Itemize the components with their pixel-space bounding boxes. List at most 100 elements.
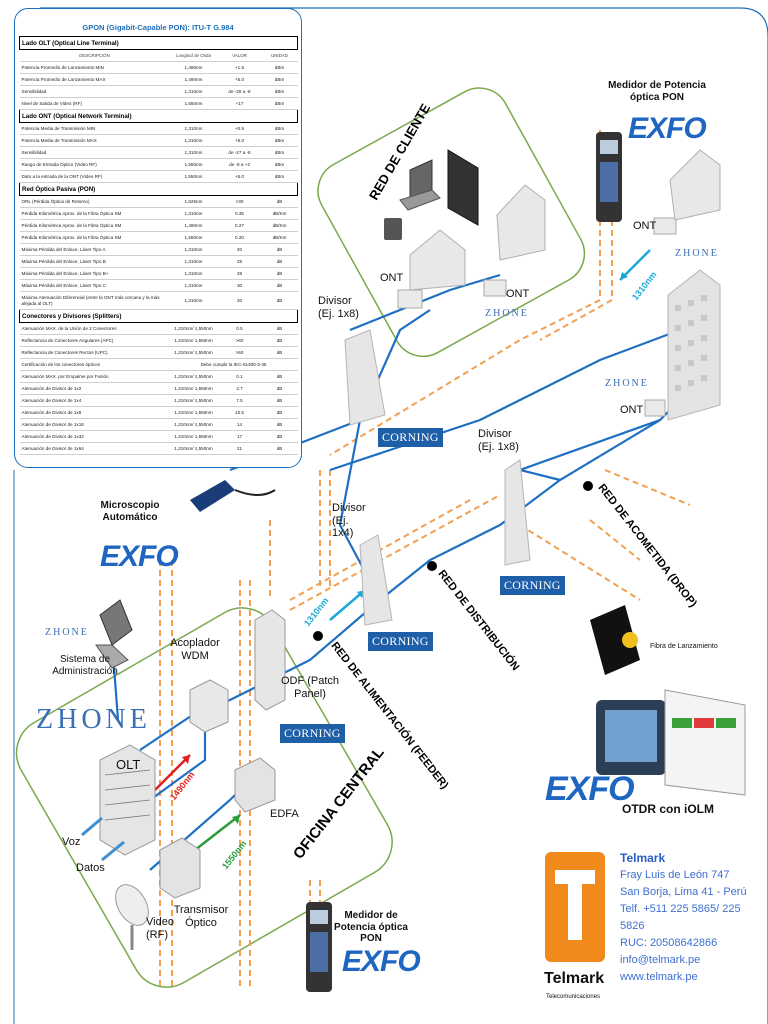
label-ont-2: ONT — [506, 288, 530, 300]
spec-value: 17 — [217, 430, 262, 443]
spec-column-header: Longitud de Onda — [169, 49, 218, 62]
spec-unit: dB — [261, 430, 298, 443]
spec-description: Máxima Atenuación Diferencial (entre la … — [19, 291, 170, 310]
spec-value: 25 — [217, 255, 262, 268]
microscope-device — [190, 480, 276, 512]
telmark-subtitle: Telecomunicaciones — [546, 994, 601, 1000]
telmark-logo — [545, 852, 605, 962]
spec-section-title: Conectores y Divisores (Splitters) — [18, 309, 299, 323]
spec-wavelength: 1,310nm/ 1,550nm — [169, 370, 218, 383]
spec-description: Certificación de los conectores ópticos — [19, 358, 170, 371]
label-otdr: OTDR con iOLM — [622, 802, 714, 816]
spec-value: 0.35 — [217, 207, 262, 220]
spec-value: de -27 a -8 — [217, 146, 262, 159]
spec-wavelength: 1,310nm/ 1,550nm — [169, 442, 218, 455]
label-acoplador: Acoplador WDM — [170, 637, 220, 662]
spec-unit: dBm — [261, 73, 298, 86]
spec-wavelength: 1,310nm — [169, 207, 218, 220]
spec-value: 14 — [217, 418, 262, 431]
spec-unit: dB — [261, 370, 298, 383]
zhone-logo-ont2: ZHONE — [485, 308, 529, 319]
spec-row: ORL (Pérdida Óptica de Retorno)1,625nm>3… — [19, 195, 298, 208]
spec-row: Atenuación MAX. de la Unión de 2 Conecto… — [19, 322, 298, 335]
house-client-1 — [409, 229, 466, 291]
spec-description: Rango de Entrada Óptico (Video RF) — [19, 158, 170, 171]
spec-description: Atenuación de Divisor de 1x16 — [19, 418, 170, 431]
laptop-client — [399, 159, 441, 211]
house-right — [669, 149, 721, 221]
label-fibra-lanzamiento: Fibra de Lanzamiento — [650, 643, 718, 650]
admin-laptop — [95, 599, 133, 669]
spec-value: 30 — [217, 279, 262, 292]
spec-unit: dBm — [261, 85, 298, 98]
label-edfa: EDFA — [270, 808, 299, 820]
exfo-logo-top: EXFO — [628, 112, 707, 145]
spec-row: Pérdida Kilométrica Aprox. de la Fibra Ó… — [19, 207, 298, 220]
spec-unit: dB — [261, 279, 298, 292]
label-ont-4: ONT — [620, 404, 644, 416]
contact-email[interactable]: info@telmark.pe — [620, 954, 701, 966]
label-datos: Datos — [76, 862, 105, 874]
spec-unit: dB — [261, 346, 298, 359]
spec-row: Pérdida Kilométrica Aprox. de la Fibra Ó… — [19, 219, 298, 232]
edfa-device — [234, 757, 276, 813]
olt-rack — [99, 744, 156, 856]
exfo-logo-microscope: EXFO — [100, 540, 179, 573]
splitter-1x8-mid — [504, 459, 531, 566]
odf-stack — [254, 609, 286, 711]
spec-column-header: DESCRIPCIÓN — [19, 49, 170, 62]
spec-description: Atenuación MAX. por Empalme por Fusión — [19, 370, 170, 383]
spec-wavelength: 1,550nm — [169, 170, 218, 183]
spec-value: 0.20 — [217, 231, 262, 244]
spec-row: Pérdida Kilométrica Aprox. de la Fibra Ó… — [19, 231, 298, 244]
spec-unit: dB — [261, 406, 298, 419]
spec-unit: dBm — [261, 146, 298, 159]
spec-value: 0.27 — [217, 219, 262, 232]
spec-table: Lado OLT (Optical Line Terminal)DESCRIPC… — [18, 36, 299, 455]
label-voz: Voz — [62, 836, 81, 848]
spec-description: Potencia Promedio de Lanzamiento MIN — [19, 61, 170, 74]
spec-value: +5.0 — [217, 134, 262, 147]
spec-section-title: Lado ONT (Optical Network Terminal) — [18, 109, 299, 123]
spec-wavelength: 1,310nm — [169, 122, 218, 135]
gpon-spec-table: GPON (Gigabit-Capable PON): ITU-T G.984 … — [14, 8, 302, 468]
spec-section-title: Lado OLT (Optical Line Terminal) — [18, 36, 299, 50]
contact-web[interactable]: www.telmark.pe — [620, 971, 698, 983]
spec-row: Máxima Pérdida del Enlace, Láser Tipo B+… — [19, 267, 298, 280]
contact-address2: San Borja, Lima 41 - Perú — [620, 886, 747, 898]
spec-description: Pérdida Kilométrica Aprox. de la Fibra Ó… — [19, 207, 170, 220]
spec-description: Pérdida Kilométrica Aprox. de la Fibra Ó… — [19, 231, 170, 244]
spec-value: 3.7 — [217, 382, 262, 395]
spec-wavelength: 1,310nm — [169, 267, 218, 280]
spec-row: Dato a la entrada de la ONT (Video RF)1,… — [19, 170, 298, 183]
label-ont-1: ONT — [380, 272, 404, 284]
office-building — [667, 269, 721, 421]
tv-client — [447, 149, 479, 226]
label-odf: ODF (Patch Panel) — [280, 675, 340, 700]
spec-description: Sensibilidad — [19, 85, 170, 98]
spec-description: Dato a la entrada de la ONT (Video RF) — [19, 170, 170, 183]
label-olt: OLT — [116, 757, 141, 772]
power-meter-top — [596, 132, 622, 222]
spec-value: 0.5 — [217, 322, 262, 335]
spec-wavelength: 1,490nm — [169, 61, 218, 74]
label-divisor-1x8-top: Divisor (Ej. 1x8) — [318, 295, 359, 320]
spec-wavelength: 1,310nm — [169, 255, 218, 268]
spec-unit: dB — [261, 243, 298, 256]
spec-value: +5.0 — [217, 73, 262, 86]
label-ont-3: ONT — [633, 220, 657, 232]
spec-unit: dBm — [261, 134, 298, 147]
spec-unit: dB — [261, 418, 298, 431]
voz-datos-arrows — [81, 816, 125, 862]
spec-wavelength: 1,310nm — [169, 291, 218, 310]
